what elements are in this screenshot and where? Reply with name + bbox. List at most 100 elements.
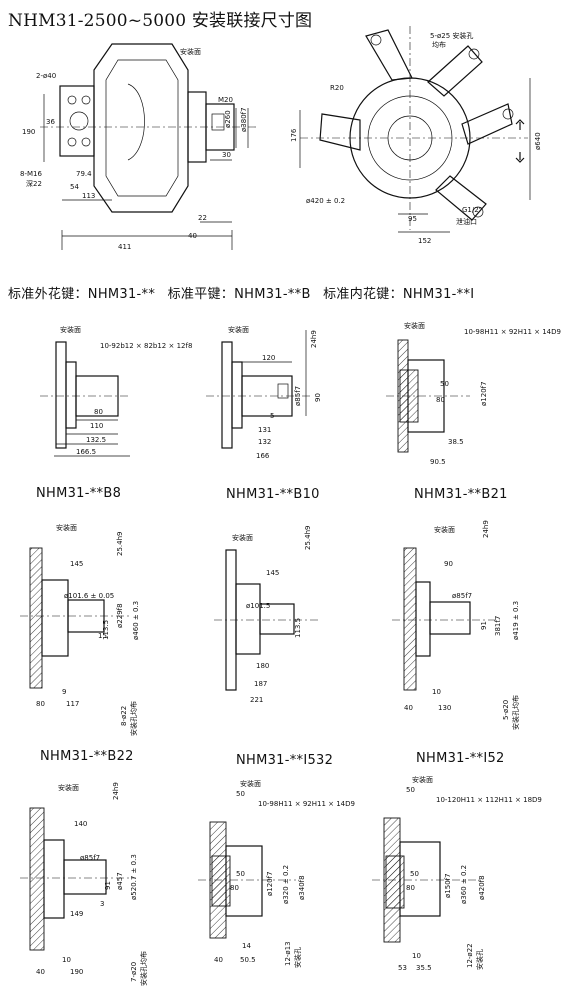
row1-b-24h9: 24h9 xyxy=(310,330,318,348)
row2-b8-view: 安装面 25.4h9 145 ø101.6 ± 0.05 ø229f8 113.… xyxy=(20,523,140,736)
key-type-external-spline: 标准外花键：NHM31-** xyxy=(8,287,156,302)
dim-411: 411 xyxy=(118,243,131,251)
row2-a-145: 145 xyxy=(70,560,83,568)
row3-i52-view: 安装面 50 10-120H11 × 112H11 × 18D9 50 80 ø… xyxy=(372,775,542,972)
motor-body xyxy=(93,43,189,213)
row1-a-install-face: 安装面 xyxy=(60,325,81,334)
row3-a-10: 10 xyxy=(62,956,71,964)
row1-b-90: 90 xyxy=(314,393,322,402)
row2-a-install-face: 安装面 xyxy=(56,523,77,532)
row1-flat-key: 安装面 24h9 120 ø85f7 90 5 131 132 166 xyxy=(206,325,322,460)
row1-b-131: 131 xyxy=(258,426,271,434)
rotation-arrow-down-icon xyxy=(515,152,525,163)
row3-b-install-face: 安装面 xyxy=(240,779,261,788)
row3-a-o520-7: ø520.7 ± 0.3 xyxy=(130,854,138,900)
row3-b-o320: ø320 ± 0.2 xyxy=(282,865,290,904)
row2-c-91: 91 xyxy=(480,621,488,630)
dim-5-o25: 5-ø25 安装孔 xyxy=(430,31,473,40)
row3-a-holes: 安装孔均布 xyxy=(139,951,148,986)
row3-a-o457: ø457 xyxy=(116,872,124,890)
row2-a-holes: 安装孔均布 xyxy=(129,701,138,736)
row1-c-38-5: 38.5 xyxy=(448,438,464,446)
row3-i532-view: 安装面 50 10-98H11 × 92H11 × 14D9 50 80 ø12… xyxy=(198,779,355,968)
key-type-flat-key: 标准平键：NHM31-**B xyxy=(167,287,311,302)
row3-a-o85f7: ø85f7 xyxy=(80,854,100,862)
row3-a-7-o20: 7-ø20 xyxy=(130,962,138,982)
row1-b-120: 120 xyxy=(262,354,275,362)
row3-c-o360: ø360 ± 0.2 xyxy=(460,865,468,904)
row3-b-50-5: 50.5 xyxy=(240,956,256,964)
dim-95: 95 xyxy=(408,215,417,223)
row1-c-install-face: 安装面 xyxy=(404,321,425,330)
row2-c-holes: 安装孔均布 xyxy=(511,695,520,730)
flange-plate xyxy=(59,85,95,157)
row2-a-25-4h9: 25.4h9 xyxy=(116,532,124,556)
row1-c-spline: 10-98H11 × 92H11 × 14D9 xyxy=(464,328,561,336)
row2-b-180: 180 xyxy=(256,662,269,670)
row2-c-130: 130 xyxy=(438,704,451,712)
key-type-internal-spline: 标准内花键：NHM31-**I xyxy=(323,287,475,302)
row3-c-50: 50 xyxy=(410,870,419,878)
row1-b-install-face: 安装面 xyxy=(228,325,249,334)
rotation-arrow-up-icon xyxy=(515,119,525,130)
dim-40: 40 xyxy=(188,232,197,240)
row1-c-o120f7: ø120f7 xyxy=(480,381,488,406)
row3-c-50-top: 50 xyxy=(406,786,415,794)
row1-a-80: 80 xyxy=(94,408,103,416)
row3-b-spline: 10-98H11 × 92H11 × 14D9 xyxy=(258,800,355,808)
dim-2-o40: 2-ø40 xyxy=(36,72,56,80)
row3-c-53: 53 xyxy=(398,964,407,972)
dim-o420: ø420 ± 0.2 xyxy=(306,197,345,205)
row3-b-80: 80 xyxy=(230,884,239,892)
row1-b-166: 166 xyxy=(256,452,270,460)
row3-b-40: 40 xyxy=(214,956,223,964)
row2-a-80: 80 xyxy=(36,700,45,708)
row3-a-91: 91 xyxy=(104,881,112,890)
dim-176: 176 xyxy=(290,128,298,142)
row3-a-install-face: 安装面 xyxy=(58,783,79,792)
dim-r20: R20 xyxy=(330,84,344,92)
dim-36: 36 xyxy=(46,118,55,126)
row3-a-140: 140 xyxy=(74,820,87,828)
dim-drain-port: 泄油口 xyxy=(456,217,477,226)
dim-79-4: 79.4 xyxy=(76,170,92,178)
dim-152: 152 xyxy=(418,237,431,245)
row3-c-10: 10 xyxy=(412,952,421,960)
row2-c-40: 40 xyxy=(404,704,413,712)
row1-a-166-5: 166.5 xyxy=(76,448,96,456)
row3-c-35-5: 35.5 xyxy=(416,964,432,972)
row3-b-12-o13: 12-ø13 xyxy=(284,941,292,966)
row1-b-o85f7: ø85f7 xyxy=(294,386,302,406)
row2-b-113-5: 113.5 xyxy=(294,618,302,638)
row2-a-o460: ø460 ± 0.3 xyxy=(132,601,140,640)
row1-b-132: 132 xyxy=(258,438,271,446)
row3-b-holes: 安装孔 xyxy=(293,947,302,968)
dim-depth-22: 深22 xyxy=(26,179,42,188)
dim-o380f7: ø380f7 xyxy=(240,107,248,132)
row2-b21-view: 安装面 24h9 90 ø85f7 91 381f7 ø419 ± 0.3 10… xyxy=(392,520,520,730)
row3-c-install-face: 安装面 xyxy=(412,775,433,784)
dim-22: 22 xyxy=(198,214,207,222)
row2-b-25-4h9: 25.4h9 xyxy=(304,526,312,550)
dim-o260: ø260 xyxy=(224,110,232,128)
row2-b-title: NHM31-**B10 xyxy=(226,487,320,502)
row2-c-24h9: 24h9 xyxy=(482,520,490,538)
row3-c-o420f8: ø420f8 xyxy=(478,875,486,900)
top-right-front-view: 5-ø25 安装孔 均布 R20 176 ø640 ø420 ± 0.2 95 … xyxy=(290,26,542,245)
row1-c-80: 80 xyxy=(436,396,445,404)
row3-a-40: 40 xyxy=(36,968,45,976)
top-left-install-face: 安装面 xyxy=(180,47,201,56)
top-left-side-view: 安装面 2-ø40 190 36 8-M16 深22 79.4 54 113 4… xyxy=(20,43,258,251)
row2-c-o419: ø419 ± 0.3 xyxy=(512,601,520,640)
dim-190: 190 xyxy=(22,128,35,136)
row2-a-o229f8: ø229f8 xyxy=(116,603,124,628)
page-title: NHM31-2500~5000 安装联接尺寸图 xyxy=(8,11,313,31)
row2-a-9: 9 xyxy=(62,688,66,696)
dim-113: 113 xyxy=(82,192,95,200)
row1-internal-spline: 安装面 10-98H11 × 92H11 × 14D9 50 80 ø120f7… xyxy=(386,321,561,466)
row3-c-spline: 10-120H11 × 112H11 × 18D9 xyxy=(436,796,542,804)
row3-a-190: 190 xyxy=(70,968,83,976)
dim-54: 54 xyxy=(70,183,79,191)
row2-c-5-o20: 5-ø20 xyxy=(502,700,510,720)
